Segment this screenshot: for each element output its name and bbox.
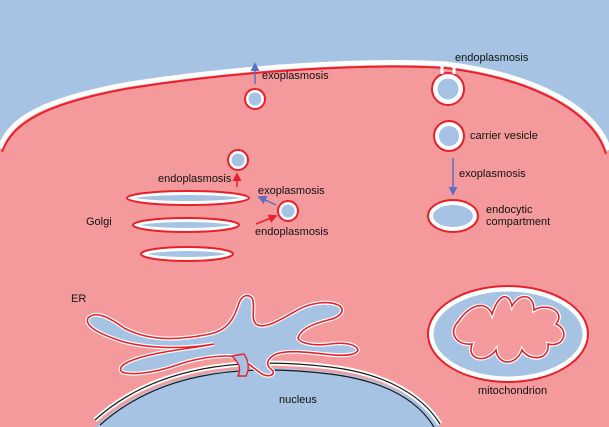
- label-endoplasmosis-top: endoplasmosis: [455, 52, 529, 64]
- label-endocytic: endocytic: [486, 204, 533, 216]
- label-er: ER: [71, 293, 87, 305]
- label-golgi-endoplasmosis-lower: endoplasmosis: [255, 226, 329, 238]
- label-exoplasmosis-right: exoplasmosis: [459, 168, 526, 180]
- golgi-vesicle-side: [277, 200, 299, 222]
- arrow-golgi-exoplasmosis: [257, 195, 277, 206]
- label-nucleus: nucleus: [279, 394, 317, 406]
- golgi-stack: [126, 190, 250, 262]
- label-mitochondrion: mitochondrion: [478, 385, 548, 397]
- mitochondrion-organelle: [427, 285, 589, 383]
- endoplasmic-reticulum-red: [86, 294, 359, 377]
- arrow-golgi-endoplasmosis-lower: [255, 214, 278, 225]
- nuclear-envelope-inner-line: [99, 369, 435, 427]
- label-golgi: Golgi: [86, 216, 112, 228]
- exocytic-vesicle: [244, 88, 266, 110]
- plasma-membrane-red: [1, 65, 607, 155]
- plasma-membrane-white: [0, 60, 609, 151]
- nucleus-region: [95, 368, 440, 427]
- endocytic-compartment: [427, 199, 479, 233]
- label-carrier-vesicle: carrier vesicle: [470, 130, 538, 142]
- label-compartment: compartment: [486, 216, 551, 228]
- label-golgi-endoplasmosis-upper: endoplasmosis: [158, 173, 232, 185]
- budding-vesicle: [431, 66, 465, 106]
- er-nucleus-connection: [230, 353, 249, 377]
- label-exoplasmosis-top: exoplasmosis: [262, 70, 329, 82]
- golgi-vesicle-top: [227, 149, 249, 171]
- label-golgi-exoplasmosis: exoplasmosis: [258, 185, 325, 197]
- nuclear-envelope-outer-line: [94, 362, 441, 425]
- carrier-vesicle: [433, 120, 465, 152]
